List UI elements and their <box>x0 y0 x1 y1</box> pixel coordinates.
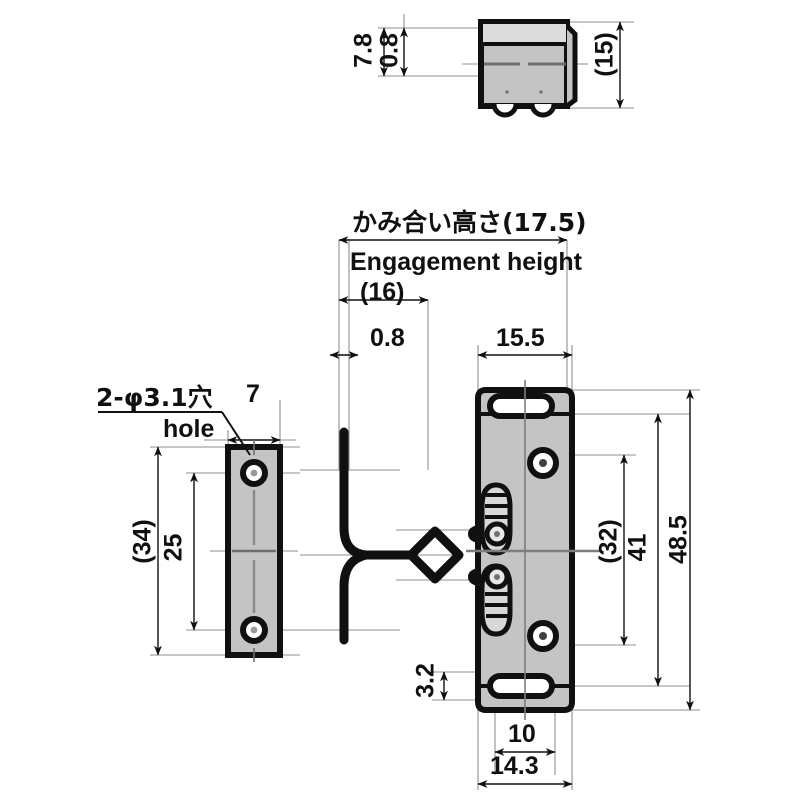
hole-callout-en: hole <box>163 415 215 443</box>
dim-label-engagement-en: Engagement height <box>350 248 582 276</box>
dim-label-15-5: 15.5 <box>496 324 545 352</box>
dim-label-15: (15) <box>590 32 619 77</box>
side-profile-geometry <box>339 427 464 645</box>
dim-label-3-2: 3.2 <box>411 663 440 698</box>
left-plate-geometry <box>225 440 283 662</box>
dim-label-10: 10 <box>508 720 536 748</box>
dim-label-7-8: 7.8 <box>349 33 378 68</box>
dim-label-25: 25 <box>159 533 188 562</box>
dim-label-0-8: 0.8 <box>370 324 405 352</box>
dim-label-34: (34) <box>128 519 157 564</box>
main-plate-geometry <box>466 380 600 720</box>
dim-label-7: 7 <box>246 380 260 408</box>
dim-label-32: (32) <box>594 519 623 564</box>
top-view-geometry <box>478 19 578 118</box>
dim-label-41: 41 <box>623 533 652 562</box>
dim-label-14-3: 14.3 <box>490 752 539 780</box>
hole-callout-leader <box>98 411 251 456</box>
dim-label-16: (16) <box>360 278 405 306</box>
dim-label-48-5: 48.5 <box>664 515 693 564</box>
dimension-lines-group <box>154 21 694 788</box>
dim-label-engagement-jp: かみ合い高さ(17.5) <box>352 208 587 237</box>
hole-callout-jp: 2-φ3.1穴 <box>96 383 213 412</box>
dim-label-0-8-top: 0.8 <box>375 33 404 68</box>
